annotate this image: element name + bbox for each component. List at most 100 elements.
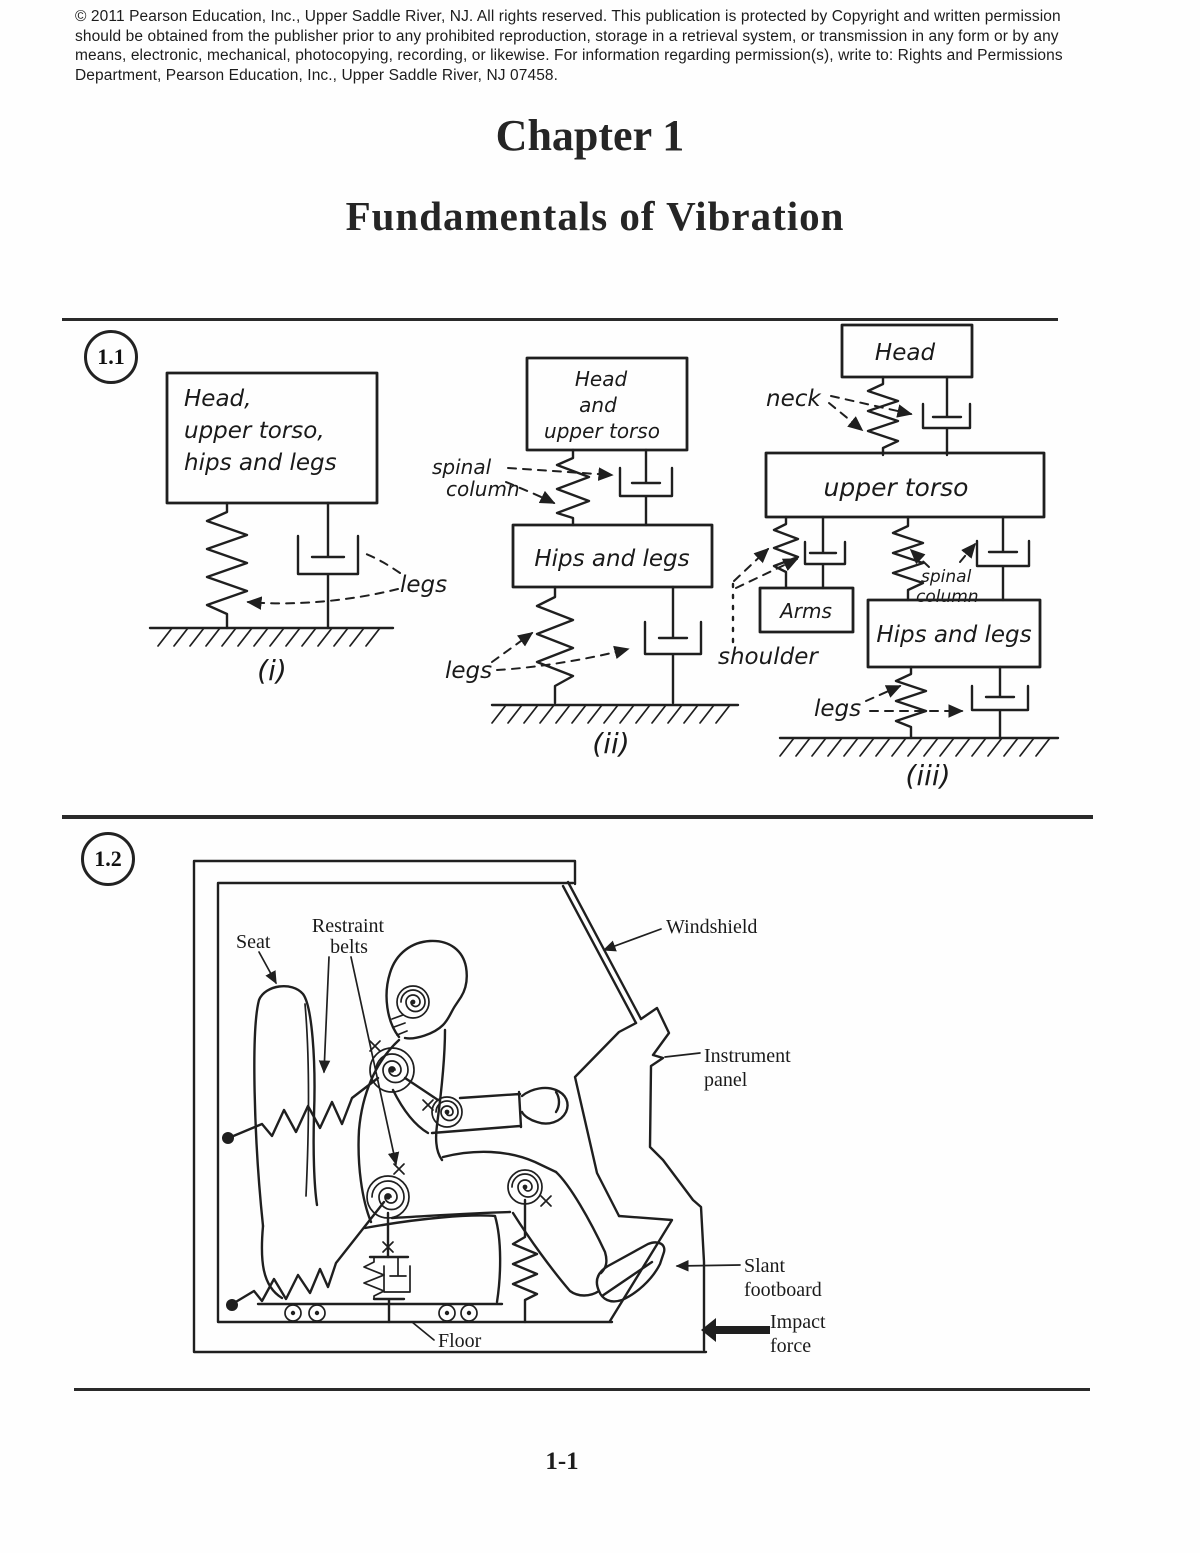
- spinal-column-label: spinal: [921, 567, 972, 587]
- seat-pan-spring: [232, 1200, 386, 1305]
- mass-box: [511, 523, 714, 589]
- windshield-leader-arrow: [602, 928, 662, 952]
- knee-joint-center: [522, 1184, 528, 1190]
- roller-wheel: [284, 1304, 302, 1322]
- neck-callout-label: neck: [766, 386, 822, 412]
- mass-label: upper torso: [544, 419, 660, 443]
- roller-wheel: [438, 1304, 456, 1322]
- neck-callout-arrow: [828, 402, 864, 432]
- chapter-subtitle: Fundamentals of Vibration: [345, 193, 845, 239]
- x-marker: [422, 1099, 434, 1111]
- floor-label: Floor: [438, 1330, 482, 1352]
- occupant-upper-arm: [391, 1076, 440, 1135]
- damper-symbol: [618, 448, 674, 527]
- mass-box: [764, 451, 1046, 519]
- spring-symbol: [535, 585, 575, 705]
- copyright-notice: © 2011 Pearson Education, Inc., Upper Sa…: [75, 7, 1145, 85]
- vehicle-occupant-model: Seat Restraint belts Windshield Instrume…: [192, 859, 826, 1357]
- mass-box: [758, 586, 855, 634]
- mass-label: upper torso,: [184, 418, 325, 444]
- elbow-joint-ring: [431, 1096, 463, 1128]
- damper-symbol: [296, 501, 360, 630]
- model-ii-two-mass-body: Head and upper torso spinal column Hips …: [432, 356, 740, 760]
- spring-symbol: [772, 515, 800, 590]
- spinal-callout-arrow: [959, 542, 977, 563]
- figure-caption: (iii): [905, 759, 950, 792]
- occupant-hand: [520, 1086, 569, 1125]
- problem-number-1-2: 1.2: [81, 832, 135, 886]
- underseat-damper: [383, 1256, 411, 1293]
- roller-wheel: [308, 1304, 326, 1322]
- seat-cushion: [260, 1214, 502, 1304]
- section-divider: [62, 815, 1093, 819]
- knee-joint-ring: [507, 1169, 543, 1205]
- instrument-panel-outline: [639, 1006, 706, 1352]
- impact-force-label: force: [770, 1335, 811, 1357]
- section-divider: [74, 1388, 1090, 1391]
- mass-box: [866, 598, 1042, 669]
- spinal-column-label: column: [446, 477, 520, 501]
- x-marker: [540, 1195, 552, 1207]
- spring-symbol: [891, 515, 925, 602]
- hip-torsional-spring: [371, 1180, 405, 1211]
- vehicle-frame: [192, 859, 708, 1354]
- mass-label: Arms: [778, 599, 832, 623]
- legs-callout-line: [360, 551, 401, 574]
- spinal-callout-arrow: [505, 481, 556, 504]
- instrument-panel-label: panel: [704, 1069, 748, 1091]
- roller-hub: [444, 1310, 450, 1316]
- section-divider: [62, 318, 1058, 321]
- problem-number-1-1: 1.1: [84, 330, 138, 384]
- instrument-panel-leader: [664, 1052, 701, 1058]
- legs-callout-label: legs: [445, 658, 492, 684]
- mass-label: hips and legs: [184, 450, 337, 476]
- slant-footboard-label: footboard: [744, 1279, 822, 1301]
- legs-callout-arrow: [865, 685, 902, 702]
- mass-label: Hips and legs: [534, 546, 689, 572]
- seat-label: Seat: [236, 931, 271, 953]
- knee-leg-spring: [511, 1198, 539, 1324]
- damper-symbol: [970, 665, 1030, 740]
- windshield-glass: [561, 880, 643, 1025]
- elbow-torsional-spring: [435, 1100, 459, 1122]
- model-iii-multi-mass-body: Head neck upper torso Arms shoulder spin…: [718, 323, 1060, 792]
- restraint-belt-line: [350, 956, 400, 1166]
- ground-hatching: [491, 704, 731, 724]
- knee-torsional-spring: [511, 1173, 539, 1198]
- mass-label: Head,: [184, 386, 251, 412]
- windshield-label: Windshield: [666, 916, 757, 938]
- spinal-callout-arrow: [507, 467, 614, 481]
- spring-symbol: [555, 448, 591, 527]
- restraint-belt-line: [318, 956, 331, 1074]
- legs-callout-label: legs: [814, 696, 861, 722]
- hip-joint-ring: [366, 1175, 410, 1219]
- damper-symbol: [975, 515, 1031, 602]
- shoulder-torsional-spring: [375, 1053, 409, 1084]
- copyright-line: means, electronic, mechanical, photocopy…: [75, 47, 1063, 65]
- x-marker: [393, 1163, 405, 1175]
- roller-wheel: [460, 1304, 478, 1322]
- neck-hatch-marks: [391, 1014, 408, 1036]
- neck-joint-center: [410, 999, 416, 1005]
- ground-hatching: [779, 737, 1051, 757]
- shoulder-joint-ring: [369, 1047, 415, 1093]
- neck-callout-arrow: [830, 395, 913, 418]
- spring-symbol: [894, 665, 928, 740]
- floor-leader: [411, 1321, 435, 1341]
- occupant-torso-back: [357, 1038, 401, 1224]
- legs-callout-arrow: [246, 588, 399, 610]
- backrest-spring: [229, 1076, 380, 1139]
- spinal-callout-arrow: [909, 548, 930, 568]
- spring-symbol: [205, 501, 249, 630]
- slant-footboard-label: Slant: [744, 1255, 786, 1277]
- damper-symbol: [803, 515, 847, 590]
- instrument-panel-label: Instrument: [704, 1045, 791, 1067]
- instrument-panel-front: [573, 1021, 638, 1218]
- ground-hatching: [157, 627, 381, 647]
- page-number: 1-1: [545, 1448, 579, 1475]
- damper-symbol: [921, 375, 972, 457]
- mass-box: [525, 356, 689, 452]
- mass-label: Head: [875, 340, 936, 366]
- damper-symbol: [643, 585, 703, 705]
